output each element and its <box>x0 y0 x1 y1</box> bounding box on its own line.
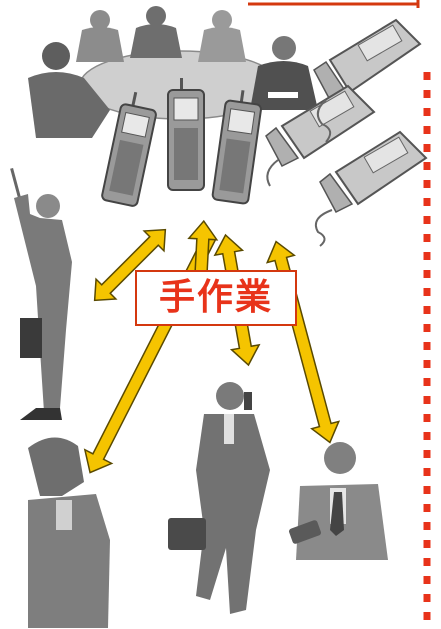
businessman-phone-icon <box>289 442 388 560</box>
businessman-phone-icon <box>10 167 72 420</box>
businessman-phone-icon <box>28 437 110 628</box>
businessman-phone-icon <box>168 382 270 614</box>
frame <box>248 0 431 628</box>
manual-work-text: 手作業 <box>158 277 273 318</box>
mobile-phone-icon <box>101 78 262 207</box>
desk-phone-icon <box>265 18 428 213</box>
manual-work-label: 手作業 <box>135 270 297 326</box>
coiled-cord-icon <box>266 99 333 247</box>
